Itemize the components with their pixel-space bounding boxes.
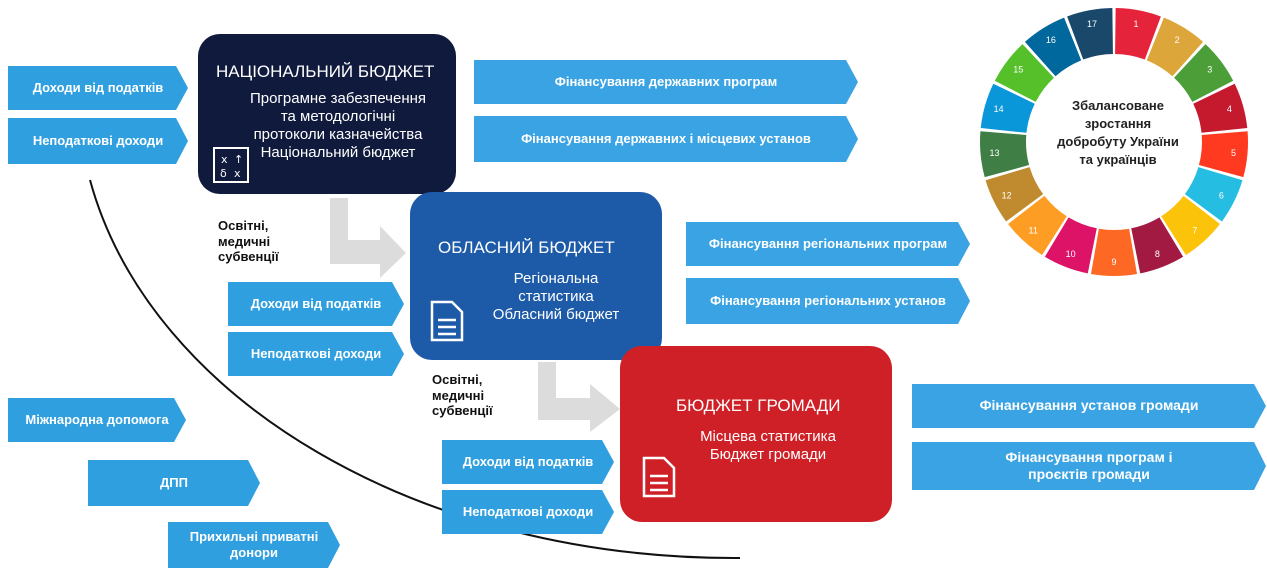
sdg-segment-9 (1090, 228, 1138, 276)
sdg-number-11: 11 (1028, 226, 1037, 236)
sdg-segment-4 (1193, 83, 1248, 133)
sdg-segment-7 (1161, 195, 1220, 256)
nontax-income-community-arrow: Неподаткові доходи (442, 490, 614, 534)
regional-budget-title: ОБЛАСНИЙ БЮДЖЕТ (438, 238, 615, 257)
sdg-number-15: 15 (1013, 65, 1023, 75)
sdg-number-6: 6 (1219, 190, 1224, 200)
document-icon (430, 300, 464, 342)
sdg-segment-1 (1115, 8, 1161, 60)
national-budget-box: НАЦІОНАЛЬНИЙ БЮДЖЕТ Програмне забезпечен… (198, 34, 456, 194)
flow-arrow-national-to-regional (330, 198, 406, 278)
flow-arrow-regional-to-community (538, 362, 620, 432)
sdg-number-16: 16 (1046, 35, 1056, 45)
sdg-number-3: 3 (1207, 65, 1212, 75)
svg-text:x: x (221, 153, 228, 166)
tax-income-community-arrow: Доходи від податків (442, 440, 614, 484)
donors-line-1: Прихильні приватні (189, 528, 319, 544)
community-budget-title: БЮДЖЕТ ГРОМАДИ (676, 396, 841, 415)
tax-income-regional-arrow: Доходи від податків (228, 282, 404, 326)
sdg-center-line-3: добробуту України (1057, 134, 1179, 149)
output-community-programs-arrow: Фінансування програм і проєктів громади (912, 442, 1266, 490)
sdg-number-17: 17 (1087, 19, 1097, 29)
sdg-center-line-4: та українців (1079, 152, 1156, 167)
output-state-programs-arrow: Фінансування державних програм (474, 60, 858, 104)
sdg-segment-5 (1198, 131, 1248, 178)
sdg-number-14: 14 (994, 104, 1004, 114)
output-regional-institutions-arrow: Фінансування регіональних установ (686, 278, 970, 324)
sdg-segment-11 (1008, 195, 1067, 256)
sdg-number-10: 10 (1066, 249, 1076, 259)
nontax-income-national-arrow: Неподаткові доходи (8, 118, 188, 164)
strategy-board-icon: x ↑ δ x (213, 147, 249, 183)
sdg-number-7: 7 (1192, 226, 1197, 236)
national-budget-title: НАЦІОНАЛЬНИЙ БЮДЖЕТ (216, 62, 435, 81)
international-aid-arrow: Міжнародна допомога (8, 398, 186, 442)
sdg-center-line-2: зростання (1085, 116, 1151, 131)
sdg-segment-14 (980, 83, 1035, 133)
nontax-income-regional-arrow: Неподаткові доходи (228, 332, 404, 376)
sdg-number-1: 1 (1134, 19, 1139, 29)
sdg-segment-16 (1024, 17, 1082, 77)
community-programs-line-2: проєктів громади (1028, 466, 1150, 482)
sdg-segment-15 (994, 44, 1054, 102)
sdg-wheel-center (1030, 58, 1198, 226)
output-regional-programs-arrow: Фінансування регіональних програм (686, 222, 970, 266)
document-icon (642, 456, 676, 498)
sdg-segment-8 (1131, 217, 1184, 274)
output-state-local-institutions-arrow: Фінансування державних і місцевих устано… (474, 116, 858, 162)
sdg-number-2: 2 (1175, 35, 1180, 45)
community-programs-line-1: Фінансування програм і (1005, 448, 1173, 465)
sdg-segment-13 (980, 131, 1030, 178)
sdg-number-5: 5 (1231, 148, 1236, 158)
sdg-number-9: 9 (1111, 257, 1116, 267)
svg-text:x: x (234, 167, 241, 180)
donors-line-2: донори (230, 545, 278, 560)
ppp-arrow: ДПП (88, 460, 260, 506)
sdg-segment-17 (1067, 8, 1113, 60)
tax-income-national-arrow: Доходи від податків (8, 66, 188, 110)
sdg-segment-3 (1174, 44, 1234, 102)
svg-text:↑: ↑ (234, 153, 243, 166)
sdg-center-line-1: Збалансоване (1072, 98, 1164, 113)
sdg-number-4: 4 (1227, 104, 1232, 114)
sdg-number-12: 12 (1002, 190, 1012, 200)
sdg-segment-2 (1146, 17, 1204, 77)
sdg-segment-10 (1044, 217, 1097, 274)
sdg-number-13: 13 (990, 148, 1000, 158)
sdg-segment-12 (985, 167, 1044, 222)
sdg-segment-6 (1184, 167, 1243, 222)
output-community-institutions-arrow: Фінансування установ громади (912, 384, 1266, 428)
svg-text:δ: δ (220, 167, 227, 180)
private-donors-arrow: Прихильні приватні донори (168, 522, 340, 568)
sdg-number-8: 8 (1155, 249, 1160, 259)
